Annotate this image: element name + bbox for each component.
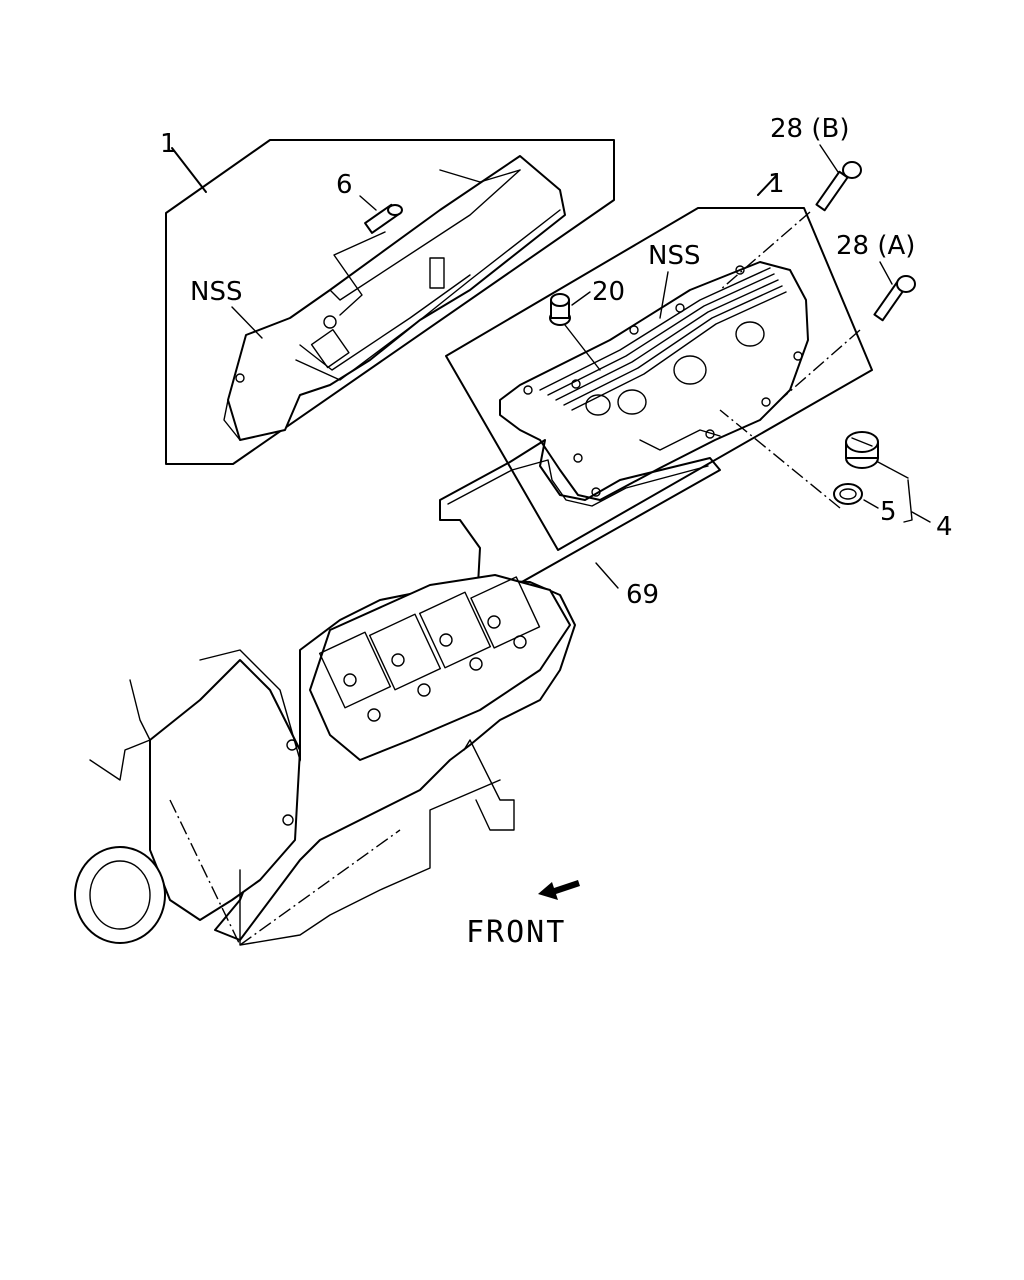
left-cover-frame [165, 139, 615, 465]
stud-callout: 6 [336, 170, 353, 200]
gasket-69 [439, 439, 721, 601]
seal-5 [833, 483, 863, 505]
oil-filler-cap [845, 431, 879, 469]
bolt-a-callout: 28 (A) [836, 231, 915, 261]
plug-callout: 20 [592, 277, 625, 307]
stud-6 [364, 203, 403, 234]
bolt-28-b [815, 161, 862, 212]
left-cover-callout: 1 [160, 129, 177, 159]
nss-right-callout: NSS [648, 241, 700, 271]
left-valve-cover [223, 155, 566, 441]
bolt-28-a [873, 275, 916, 322]
seal-callout: 5 [880, 497, 897, 527]
bolt-b-callout: 28 (B) [770, 114, 849, 144]
left-cover-leader [171, 147, 207, 193]
cap-assembly-callout: 4 [936, 512, 953, 542]
front-indicator: FRONT [466, 880, 580, 950]
plug-20 [549, 293, 571, 326]
gasket-callout: 69 [626, 580, 659, 610]
left-cover-group: 1 6 NSS [160, 129, 615, 465]
right-cover-callout: 1 [768, 169, 785, 199]
front-label: FRONT [466, 915, 566, 950]
right-cover-group: 1 20 [445, 169, 873, 551]
right-cover-leader [757, 175, 777, 196]
nss-left-callout: NSS [190, 277, 242, 307]
right-cover-frame [445, 207, 873, 551]
engine-block [74, 574, 576, 946]
right-valve-cover [499, 261, 809, 501]
front-arrow-icon [538, 880, 580, 900]
